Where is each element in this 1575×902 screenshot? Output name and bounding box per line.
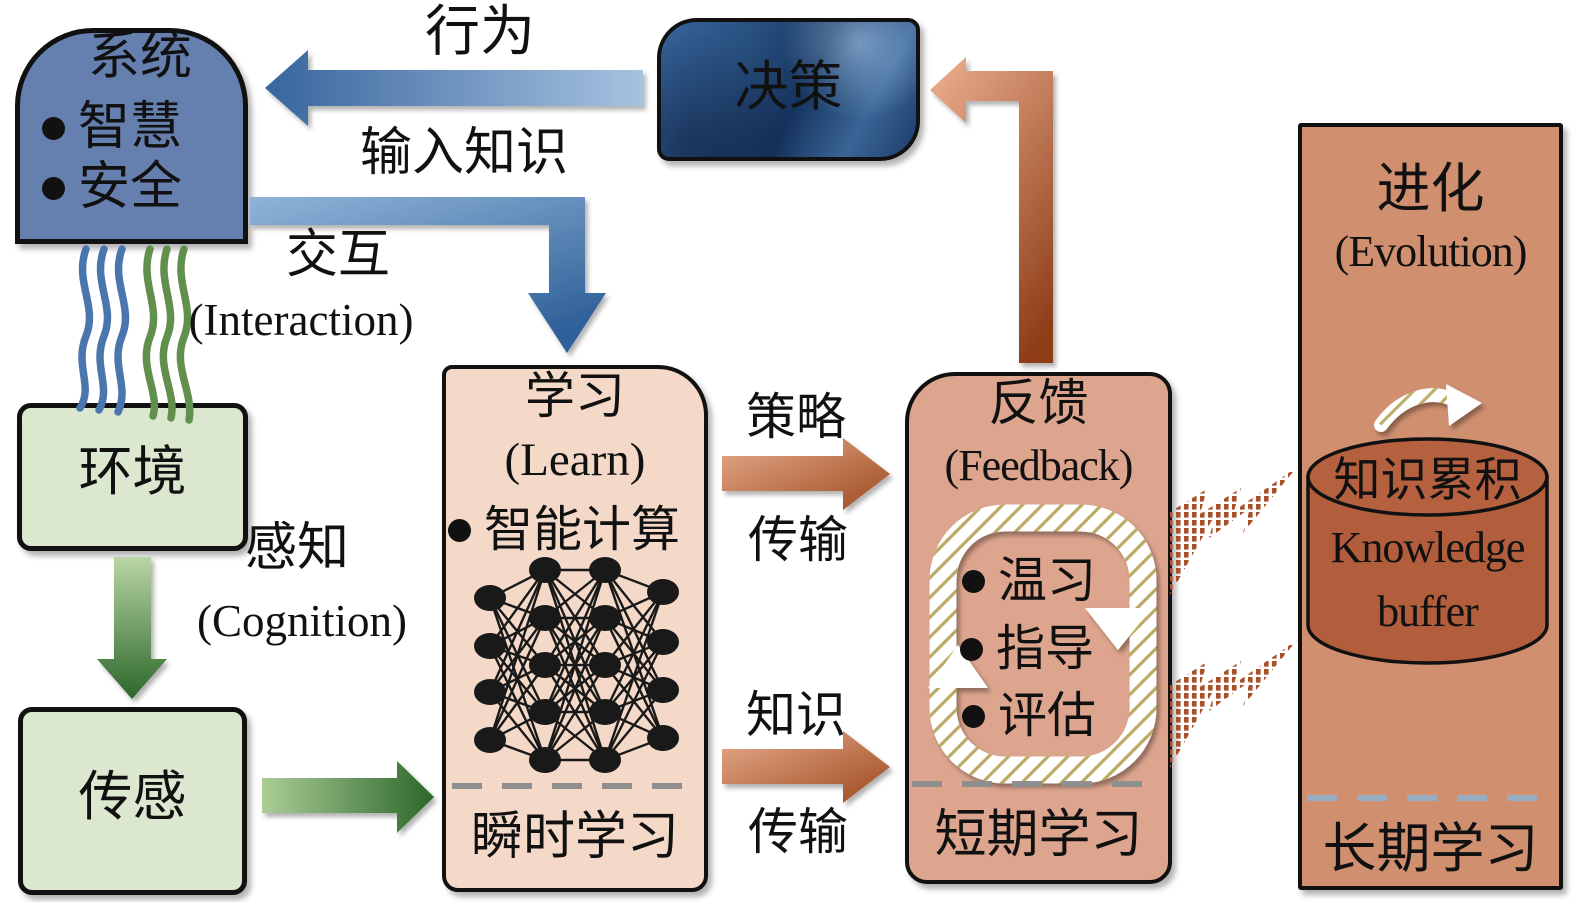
feedback-title: 反馈 bbox=[988, 375, 1089, 431]
feedback-divider bbox=[912, 781, 1160, 787]
sensing-to-learn-arrow bbox=[262, 761, 434, 833]
learn-divider bbox=[452, 783, 698, 789]
feedback-footer: 短期学习 bbox=[934, 807, 1143, 864]
lightning-icon bbox=[1170, 467, 1297, 768]
evolution-footer: 长期学习 bbox=[1322, 819, 1539, 879]
input-knowledge-arrow bbox=[250, 197, 606, 353]
cognition-arrow bbox=[97, 557, 167, 699]
strategy-transfer-arrow bbox=[722, 438, 890, 510]
feedback-bullet-review: 温习 bbox=[962, 554, 1096, 608]
cognition-en-label: (Cognition) bbox=[197, 596, 407, 646]
learn-subtitle: (Learn) bbox=[504, 434, 646, 486]
curved-arrow-icon bbox=[1374, 384, 1482, 432]
knowledge-transfer-label: 传输 bbox=[748, 804, 848, 860]
interaction-waves-icon bbox=[76, 245, 194, 424]
interaction-label: 交互 bbox=[286, 227, 391, 284]
cognition-label: 感知 bbox=[245, 520, 350, 577]
decision-label: 决策 bbox=[734, 57, 843, 117]
system-title: 系统 bbox=[88, 29, 193, 86]
knowledge-transfer-arrow bbox=[722, 731, 890, 803]
strategy-label: 策略 bbox=[746, 389, 846, 445]
sensing-label: 传感 bbox=[78, 767, 187, 827]
learn-bullet-computing: 智能计算 bbox=[448, 503, 680, 557]
cylinder-label-en1: Knowledge bbox=[1330, 523, 1526, 572]
learn-title: 学习 bbox=[525, 368, 625, 424]
bullet-dot-icon bbox=[42, 176, 65, 200]
interaction-en-label: (Interaction) bbox=[188, 295, 414, 345]
feedback-to-decision-arrow bbox=[930, 57, 1053, 363]
bullet-dot-icon bbox=[448, 518, 471, 542]
system-item-safety: 安全 bbox=[42, 159, 182, 216]
bullet-dot-icon bbox=[962, 569, 985, 593]
knowledge-buffer-cylinder bbox=[1306, 437, 1549, 665]
feedback-bullet-evaluation: 评估 bbox=[962, 689, 1096, 743]
feedback-subtitle: (Feedback) bbox=[944, 441, 1134, 490]
knowledge-label: 知识 bbox=[746, 687, 846, 743]
learn-box bbox=[442, 365, 708, 892]
sensing-box bbox=[18, 707, 247, 895]
learn-footer: 瞬时学习 bbox=[470, 809, 679, 866]
behavior-arrow bbox=[265, 50, 643, 126]
feedback-bullet-guidance: 指导 bbox=[960, 622, 1094, 676]
bullet-dot-icon bbox=[42, 116, 65, 140]
decision-box bbox=[657, 18, 920, 161]
behavior-label: 行为 bbox=[424, 1, 535, 62]
feedback-loop-icon bbox=[928, 504, 1157, 784]
environment-box bbox=[17, 403, 248, 551]
strategy-transfer-label: 传输 bbox=[748, 512, 848, 568]
input-knowledge-label: 输入知识 bbox=[359, 125, 568, 182]
evolution-divider bbox=[1307, 795, 1549, 801]
cylinder-label-cn: 知识累积 bbox=[1333, 455, 1522, 507]
bullet-dot-icon bbox=[962, 704, 985, 728]
bullet-dot-icon bbox=[960, 637, 983, 661]
evolution-subtitle: (Evolution) bbox=[1334, 227, 1528, 276]
cylinder-label-en2: buffer bbox=[1377, 587, 1479, 636]
evolution-title: 进化 bbox=[1376, 159, 1485, 219]
environment-label: 环境 bbox=[78, 442, 187, 502]
neural-network-icon bbox=[474, 557, 679, 773]
system-item-wisdom: 智慧 bbox=[42, 99, 182, 156]
